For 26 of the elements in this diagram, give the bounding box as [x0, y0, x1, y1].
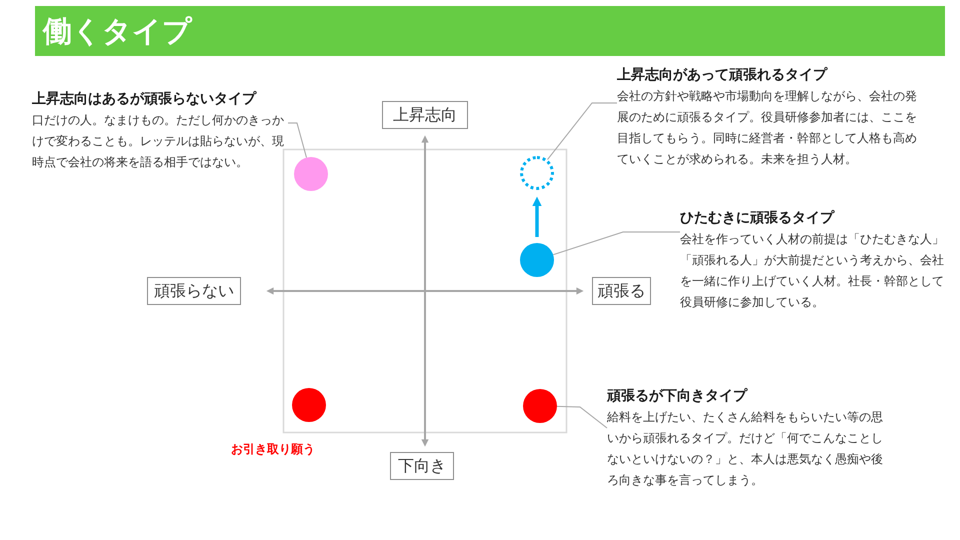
axis-label: 上昇志向 [382, 101, 468, 129]
axis-label: 頑張らない [147, 277, 241, 305]
axis-label: 下向き [390, 452, 454, 480]
dot-caption: お引き取り願う [231, 441, 315, 457]
title-text: 働くタイプ [43, 13, 192, 49]
arrow [532, 196, 542, 237]
axis-arrow [421, 135, 429, 447]
dot-marker-icon [292, 388, 326, 422]
type-description: 口だけの人。なまけもの。ただし何かのきっかけで変わることも。レッテルは貼らないが、現時点で会社の将来を語る相手ではない。 [32, 112, 285, 171]
type-description: 会社の方針や戦略や市場動向を理解しながら、会社の発展のために頑張るタイプ。役員研修参加者には、ここを目指してもらう。同時に経営者・幹部として人格も高めていくことが求められる。未来を担う人材。 [617, 88, 917, 168]
dot-marker-icon [520, 243, 554, 277]
type-description: 会社を作っていく人材の前提は「ひたむきな人」「頑張れる人」が大前提だという考えから、会社を一緒に作り上げていく人材。社長・幹部として役員研修に参加している。 [680, 231, 945, 311]
type-description: 給料を上げたい、たくさん給料をもらいたい等の思いから頑張れるタイプ。だけど「何でこんなことしないといけないの？」と、本人は悪気なく愚痴や後ろ向きな事を言ってしまう。 [607, 409, 884, 489]
type-heading: ひたむきに頑張るタイプ [680, 209, 836, 228]
type-heading: 上昇志向があって頑張れるタイプ [617, 66, 829, 85]
dot-marker-icon [294, 157, 328, 191]
type-heading: 頑張るが下向きタイプ [607, 387, 749, 406]
type-heading: 上昇志向はあるが頑張らないタイプ [32, 90, 258, 109]
leader-line [288, 122, 307, 158]
leader-line [547, 102, 618, 160]
leader-line [552, 232, 680, 256]
dotted-ring-icon [520, 156, 554, 190]
axis-arrow [266, 287, 584, 295]
dot-marker-icon [523, 389, 557, 423]
leader-line [556, 406, 608, 428]
axis-label: 頑張る [592, 277, 651, 305]
